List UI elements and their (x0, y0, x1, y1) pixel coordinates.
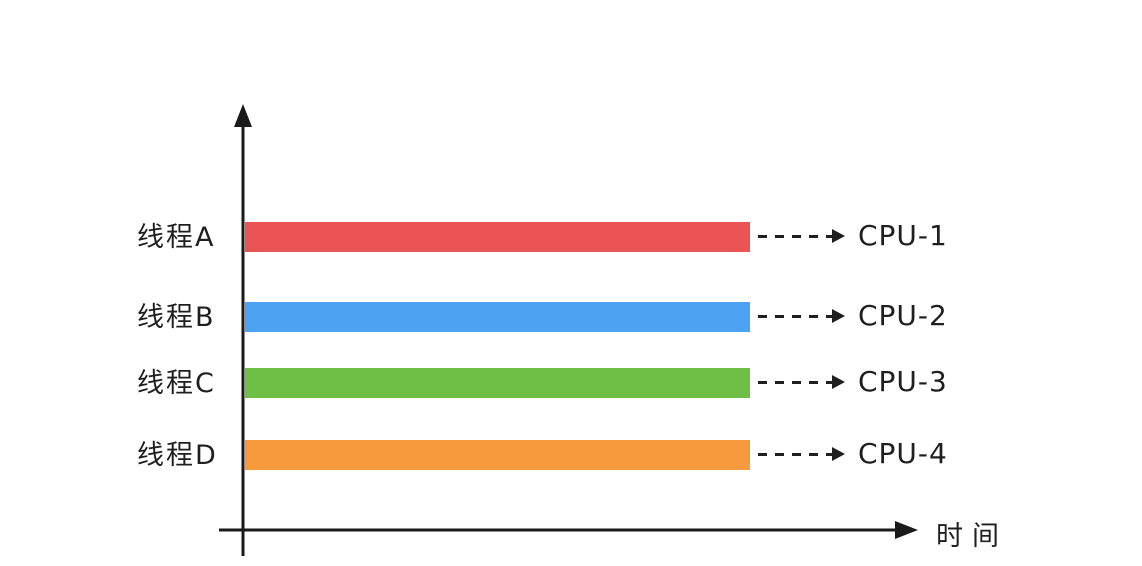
dashed-arrow (758, 368, 848, 398)
thread-label: 线程A (137, 222, 216, 253)
dashed-line (758, 453, 832, 456)
arrowhead-icon (832, 375, 845, 389)
thread-label: 线程C (137, 368, 216, 399)
arrowhead-icon (832, 309, 845, 323)
cpu-label: CPU-2 (858, 299, 948, 332)
dashed-line (758, 315, 832, 318)
thread-bar (245, 222, 750, 252)
thread-bar (245, 302, 750, 332)
dashed-arrow (758, 302, 848, 332)
cpu-label: CPU-3 (858, 365, 948, 398)
thread-bar (245, 440, 750, 470)
dashed-arrow (758, 440, 848, 470)
cpu-label: CPU-4 (858, 437, 948, 470)
arrowhead-icon (832, 447, 845, 461)
thread-row: 线程A CPU-1 (0, 219, 1142, 254)
arrowhead-icon (832, 229, 845, 243)
cpu-label: CPU-1 (858, 219, 948, 252)
x-axis-label: 时间 (936, 521, 1008, 552)
dashed-line (758, 381, 832, 384)
x-axis-arrowhead-icon (895, 521, 918, 539)
dashed-line (758, 235, 832, 238)
dashed-arrow (758, 222, 848, 252)
thread-row: 线程B CPU-2 (0, 299, 1142, 334)
thread-label: 线程D (137, 440, 218, 471)
thread-label: 线程B (137, 302, 216, 333)
thread-bar (245, 368, 750, 398)
thread-row: 线程C CPU-3 (0, 365, 1142, 400)
thread-row: 线程D CPU-4 (0, 437, 1142, 472)
y-axis-arrowhead-icon (234, 104, 252, 127)
